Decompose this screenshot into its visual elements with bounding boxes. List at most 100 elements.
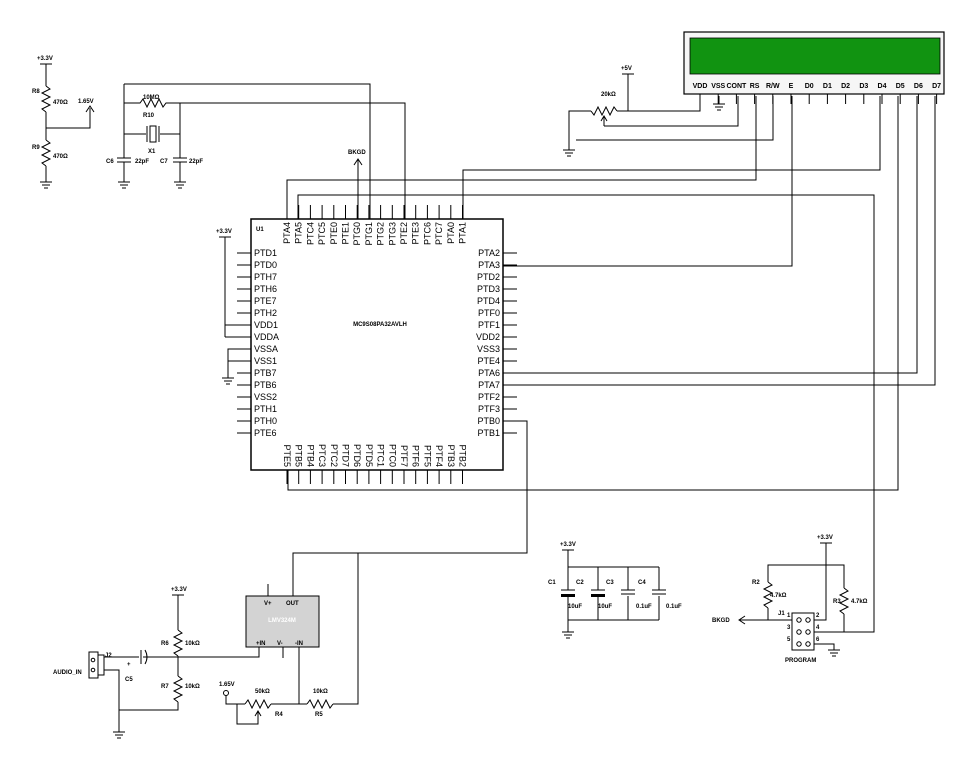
pin-label: PTE7 [254,296,277,306]
pin-label: PTF3 [478,404,500,414]
resistor-r5 [306,698,334,710]
pin-label: PTB0 [477,416,500,426]
pin6-label: 6 [816,637,820,643]
pin-label: PTC6 [422,222,432,245]
resistor-r2 [762,581,774,609]
pin3-label: 3 [787,625,791,631]
r2-value: 4.7kΩ [770,593,787,599]
pin2-label: 2 [816,613,820,619]
lcd-mcu-wiring [287,96,936,633]
pin-label: PTC2 [329,444,339,467]
pin-label: PTD6 [352,444,362,467]
pin-label: PTC1 [376,444,386,467]
pin-label: PTD1 [254,248,277,258]
pin1-label: 1 [787,613,791,619]
pin-label: PTA3 [478,260,500,270]
pin-label: PTG2 [376,222,386,246]
pin-label: PTG3 [387,222,397,246]
pin-label: PTD7 [341,444,351,467]
pin-label: PTH6 [254,284,277,294]
r5-ref: R5 [315,712,323,718]
pin-label: PTA6 [478,368,500,378]
pin-label: VDDA [254,332,279,342]
resistor-r8 [40,85,52,113]
lcd-pin-label: D4 [878,83,887,90]
c1-ref: C1 [548,580,556,586]
pin-label: PTA4 [282,222,292,244]
c6-value: 22pF [135,159,149,165]
ground-icon [712,103,726,111]
r8-value: 470Ω [53,100,68,106]
bkgd-top-net: BKGD [348,150,366,219]
lcd-pin-label: E [789,83,794,90]
ground-icon [39,181,53,189]
c7-value: 22pF [189,159,203,165]
r6-value: 10kΩ [185,641,200,647]
j2-ref: J2 [105,653,112,659]
pin-label: PTA5 [294,222,304,244]
pin-label: PTB3 [446,444,456,467]
lcd-pin-label: D0 [805,83,814,90]
pin-label: PTF5 [422,445,432,467]
cap-supply-label: +3.3V [560,542,576,548]
pin-label: VDD2 [476,332,500,342]
lcd-contrast-pot: +5V 20kΩ [286,66,774,219]
c3-value: 10uF [598,604,612,610]
pin-label: PTG1 [364,222,374,246]
r5-value: 10kΩ [313,689,328,695]
pin-label: PTF7 [399,445,409,467]
r2-ref: R2 [752,580,760,586]
pin-label: PTE6 [254,428,277,438]
pin-label: PTH2 [254,308,277,318]
pin-label: PTC0 [387,444,397,467]
x1-ref: X1 [148,149,156,155]
r10-value: 10MΩ [143,95,160,101]
pin-label: VSS2 [254,392,277,402]
input-bias-network: +3.3V R6 10kΩ R7 10kΩ + C5 J2 AUDIO_IN [53,587,200,739]
pin-label: PTC3 [317,444,327,467]
decoupling-caps: +3.3V C1 C2 C3 C4 10uF 10uF 0.1uF 0.1uF [548,542,682,639]
pin-label: PTE4 [477,356,500,366]
mcu-pins: PTD1PTD0PTH7PTH6PTE7PTH2VDD1VDDAVSSAVSS1… [237,205,517,484]
resistor-r7 [172,675,184,703]
pin-label: PTF0 [478,308,500,318]
lcd-pin-label: VSS [711,83,725,90]
crystal-oscillator: 10MΩ R10 X1 C6 22pF C7 22pF [106,83,406,219]
pin-label: PTA7 [478,380,500,390]
r7-ref: R7 [161,684,169,690]
pin-label: PTE2 [399,222,409,245]
lcd-pin-label: D3 [859,83,868,90]
pin-label: PTF1 [478,320,500,330]
divider-output-label: 1.65V [78,99,94,105]
c4-ref: C4 [638,580,646,586]
pin-label: PTA1 [458,222,468,244]
r7-value: 10kΩ [185,684,200,690]
pin-label: VSS1 [254,356,277,366]
pin5-label: 5 [787,637,791,643]
pin-label: PTB7 [254,368,277,378]
c5-plus: + [127,662,131,668]
pin-label: PTF4 [434,445,444,467]
feedback-network: 1.65V 50kΩ R4 10kΩ R5 [219,553,359,725]
pin-label: PTC5 [317,222,327,245]
r8-ref: R8 [32,89,40,95]
pin-label: PTB2 [458,444,468,467]
pin-label: PTD5 [364,444,374,467]
pin4-label: 4 [816,625,820,631]
c2-ref: C2 [576,580,584,586]
ground-icon [112,731,126,739]
resistor-r10 [123,84,406,219]
ground-icon [561,631,575,639]
pin-label: PTB4 [305,444,315,467]
pin-label: PTC7 [434,222,444,245]
opamp-nin-label: -IN [295,641,303,647]
audio-in-label: AUDIO_IN [53,670,82,676]
c3-ref: C3 [606,580,614,586]
pin-label: PTD2 [477,272,500,282]
lcd-screen [689,37,941,75]
lcd-pin-label: D6 [914,83,923,90]
divider-supply-label: +3.3V [37,56,53,62]
bias-supply-label: +3.3V [171,587,187,593]
opamp-part: LMV324M [268,618,296,624]
